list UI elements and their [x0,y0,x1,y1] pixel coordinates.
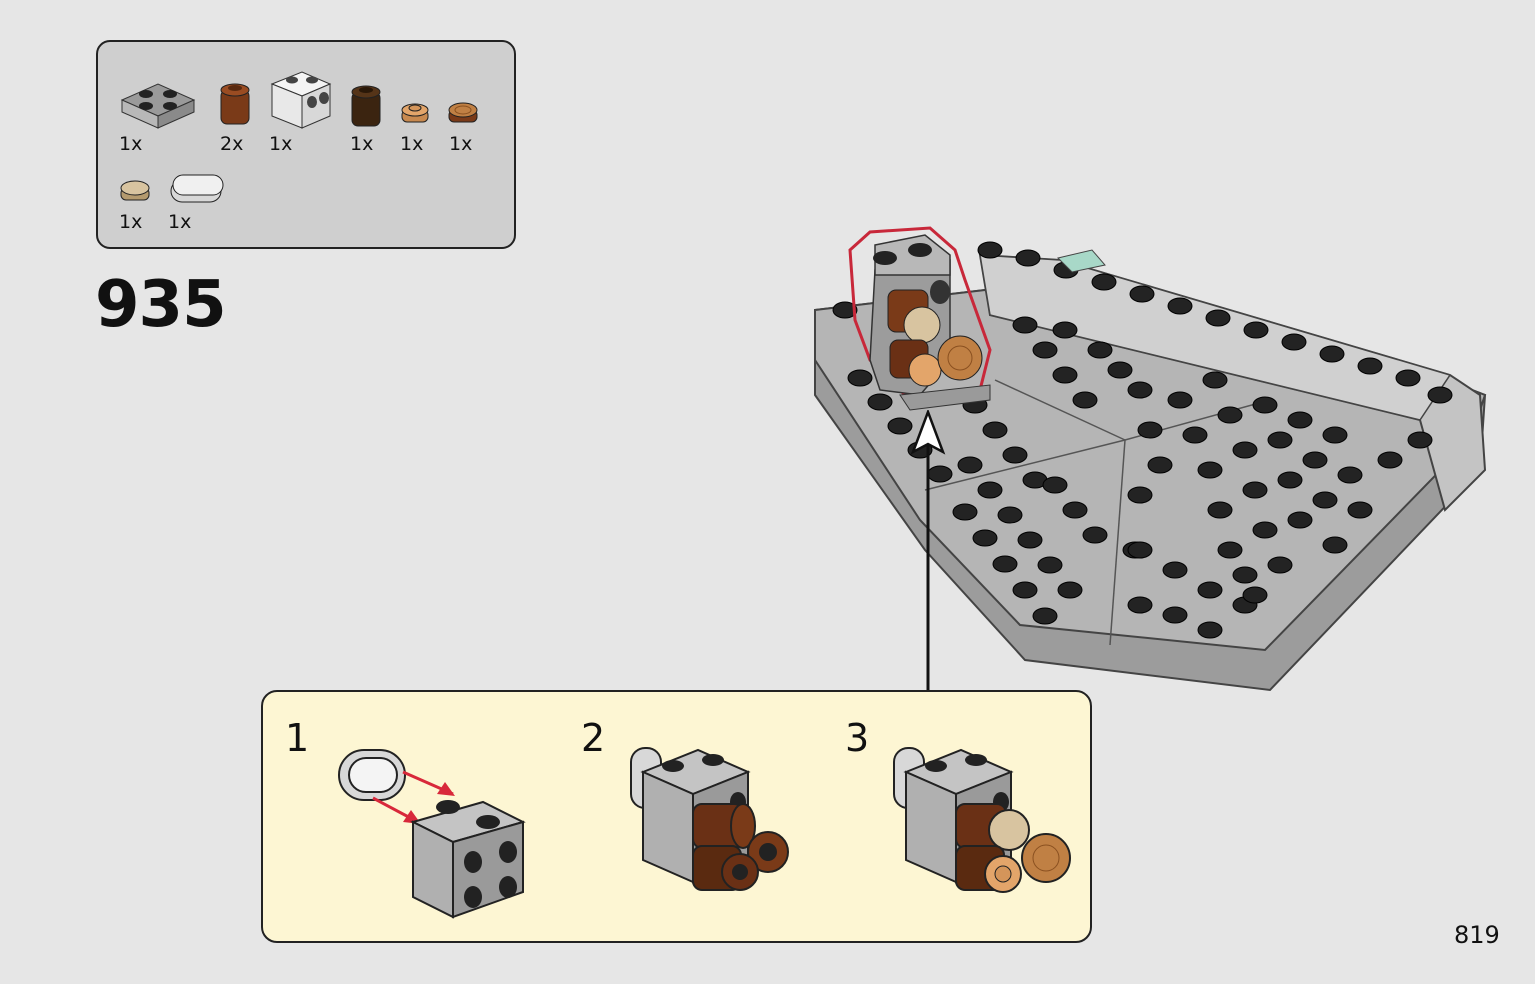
tan-round-tile-icon [120,180,150,201]
substep-number: 3 [845,716,870,760]
substeps-callout: 1 2 3 [261,690,1092,943]
step-number: 935 [95,268,227,342]
tan-round-plate-icon [401,103,429,123]
main-model-illustration [814,226,1487,692]
parts-list-box: 1x 2x 1x 1x 1x 1x 1x [96,40,516,249]
substep-1-illustration [338,749,526,919]
substep-2-illustration [630,747,789,891]
callout-pointer-arrow [910,410,946,690]
page-number: 819 [1454,921,1500,949]
substep-3-illustration [893,747,1071,893]
part-qty: 1x [449,133,473,155]
white-bracket-brick-icon [270,71,332,129]
part-qty: 1x [350,133,374,155]
part-qty: 1x [400,133,424,155]
part-qty: 1x [119,133,143,155]
dark-brown-round-brick-icon [351,85,381,127]
part-qty: 1x [168,211,192,233]
substep-number: 2 [581,716,606,760]
reddish-brown-round-brick-icon [220,83,250,125]
light-gray-oval-tile-icon [170,174,224,203]
new-assembly-highlight [869,234,991,411]
part-qty: 1x [119,211,143,233]
part-qty: 2x [220,133,244,155]
gray-plate-2x2-icon [120,83,196,129]
part-qty: 1x [269,133,293,155]
brown-round-tile-icon [448,102,478,123]
substep-number: 1 [285,716,310,760]
